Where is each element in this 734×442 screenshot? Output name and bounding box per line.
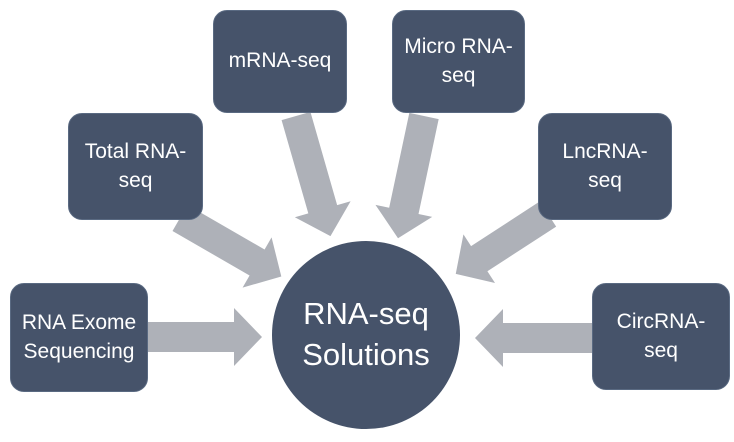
arrow-mrna-to-center <box>281 111 351 237</box>
node-lncrna-seq: LncRNA- seq <box>538 113 672 220</box>
arrow-rna-exome-to-center <box>148 308 262 366</box>
arrow-lncrna-to-center <box>455 201 557 283</box>
arrow-micro-rna-to-center <box>375 112 439 239</box>
center-hub-rna-seq-solutions: RNA-seq Solutions <box>272 241 460 429</box>
arrow-total-rna-to-center <box>172 205 282 288</box>
node-mrna-seq: mRNA-seq <box>213 10 347 113</box>
node-micro-rna-seq: Micro RNA- seq <box>392 10 525 113</box>
node-total-rna-seq: Total RNA- seq <box>68 113 203 220</box>
node-circrna-seq: CircRNA- seq <box>592 283 730 390</box>
arrow-circrna-to-center <box>475 309 592 367</box>
node-rna-exome-sequencing: RNA Exome Sequencing <box>10 283 148 392</box>
